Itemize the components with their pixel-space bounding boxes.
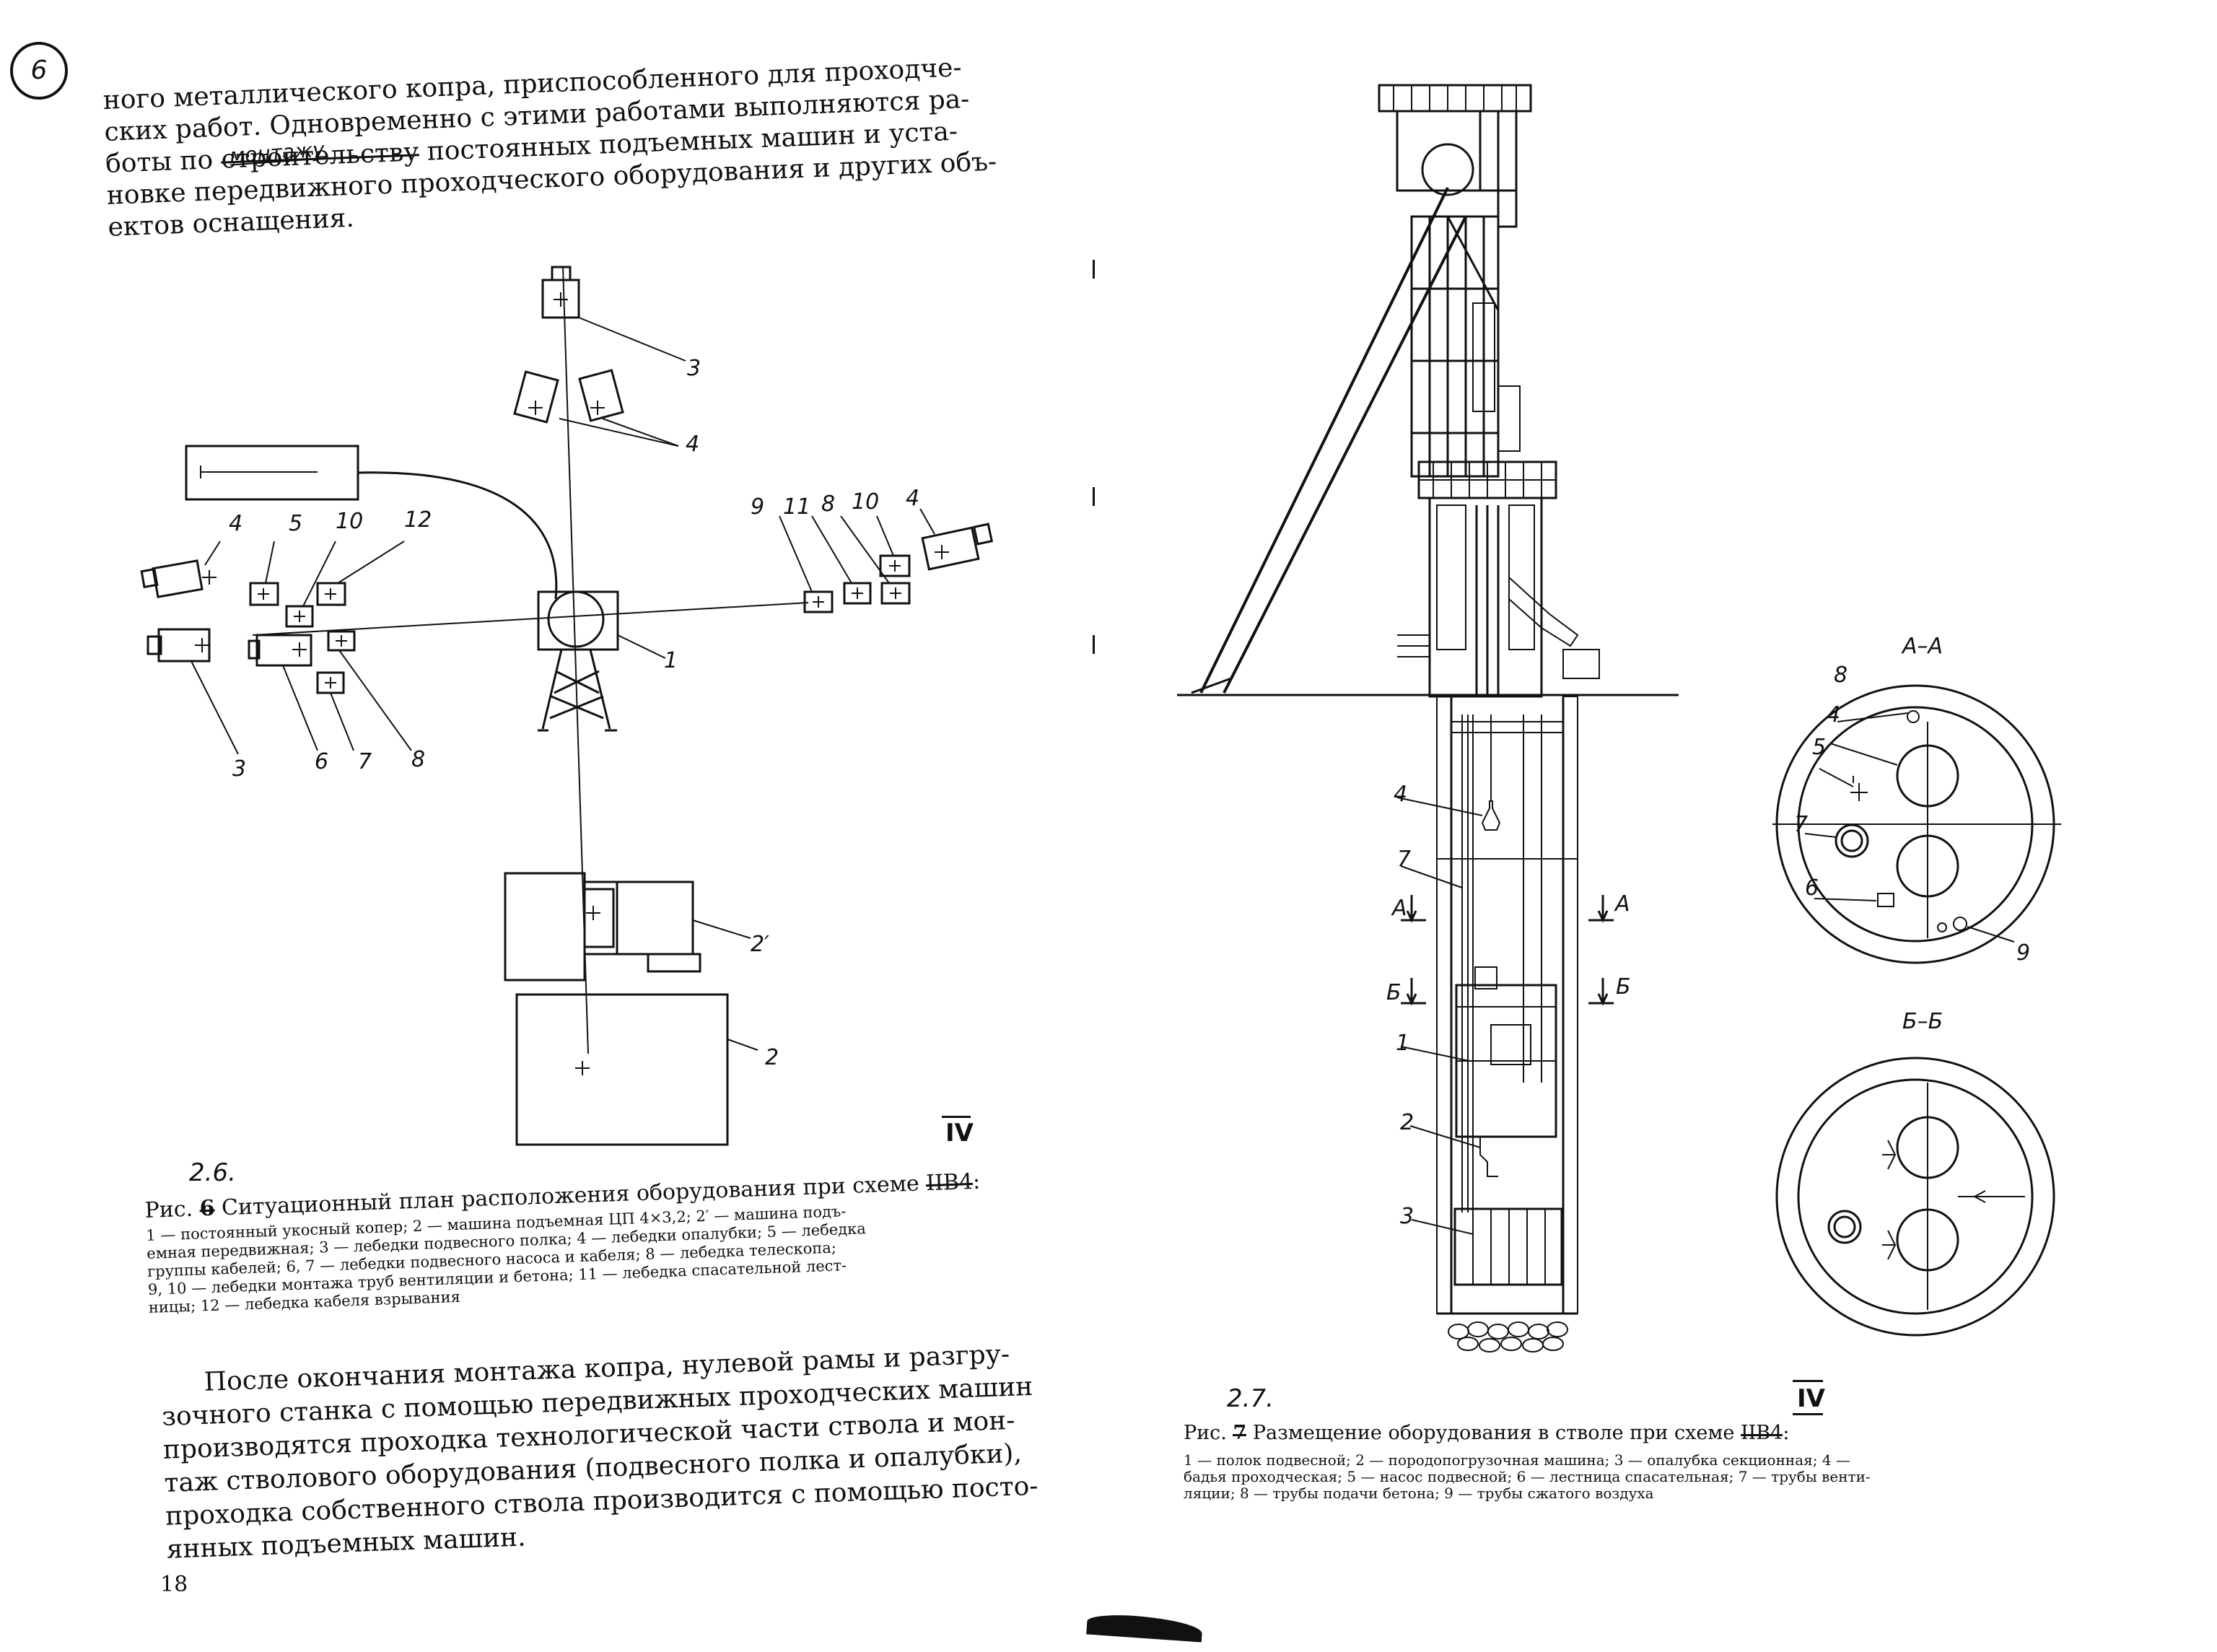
label-s5: 5 bbox=[1812, 735, 1826, 760]
label-7: 7 bbox=[358, 749, 372, 774]
left-page: 6 ного металлического копра, приспособле… bbox=[0, 0, 1108, 1652]
label-1: 1 bbox=[1396, 1031, 1409, 1056]
label-9: 9 bbox=[751, 494, 764, 520]
label-s8: 8 bbox=[1834, 663, 1848, 688]
section-b-b-title: Б–Б bbox=[1902, 1009, 1943, 1034]
figure-2-6-roman: IV bbox=[945, 1119, 974, 1148]
label-12: 12 bbox=[404, 507, 432, 533]
caption-struck-number: 7 bbox=[1233, 1422, 1247, 1444]
label-4: 4 bbox=[1394, 782, 1407, 807]
label-4-right: 4 bbox=[906, 486, 919, 511]
label-4-left: 4 bbox=[229, 511, 242, 536]
headframe bbox=[537, 590, 619, 732]
label-6: 6 bbox=[315, 749, 328, 774]
figure-2-7-roman: IV bbox=[1797, 1384, 1825, 1413]
label-section-b-right: Б bbox=[1616, 974, 1631, 1000]
caption-suffix: : bbox=[972, 1168, 981, 1194]
site-plan-figure: 1 2 2′ 3 4 4 5 10 12 3 6 7 8 9 11 8 10 4 bbox=[140, 266, 994, 1146]
section-b-b bbox=[1775, 1057, 2055, 1337]
caption-prefix: Рис. bbox=[1184, 1422, 1227, 1444]
section-a-a-title: А–А bbox=[1901, 634, 1943, 659]
binding-mark bbox=[1093, 635, 1095, 654]
caption-suffix: : bbox=[1783, 1422, 1790, 1444]
legend-line: ляции; 8 — трубы подачи бетона; 9 — труб… bbox=[1184, 1485, 1654, 1502]
body-paragraph: После окончания монтажа копра, нулевой р… bbox=[160, 1337, 1040, 1567]
right-page: 4 7 1 2 3 А А Б Б А–А Б–Б 8 4 5 7 6 9 2.… bbox=[1086, 0, 2217, 1652]
label-4-top: 4 bbox=[686, 432, 699, 457]
figure-2-7-caption: Рис. 7 Размещение оборудования в стволе … bbox=[1184, 1422, 1789, 1444]
label-1: 1 bbox=[664, 648, 678, 673]
page-mark-text: 6 bbox=[30, 56, 48, 85]
label-3: 3 bbox=[1400, 1204, 1414, 1229]
label-s7: 7 bbox=[1794, 812, 1808, 837]
label-7: 7 bbox=[1397, 847, 1411, 872]
label-s4: 4 bbox=[1827, 702, 1840, 727]
section-a-a bbox=[1772, 684, 2061, 964]
caption-struck-scheme: IIB4 bbox=[1740, 1422, 1783, 1444]
caption-text: Размещение оборудования в стволе при схе… bbox=[1252, 1422, 1735, 1444]
label-3-top: 3 bbox=[687, 356, 701, 381]
label-section-b-left: Б bbox=[1386, 980, 1402, 1005]
label-8-left: 8 bbox=[411, 747, 425, 772]
legend-line: 1 — полок подвесной; 2 — породопогрузочн… bbox=[1184, 1451, 1850, 1469]
label-section-a-right: А bbox=[1614, 891, 1630, 917]
page-mark-circle: 6 bbox=[10, 42, 68, 100]
label-s6: 6 bbox=[1805, 875, 1819, 901]
label-2: 2 bbox=[1400, 1110, 1414, 1135]
label-10-right: 10 bbox=[852, 489, 879, 515]
label-11: 11 bbox=[783, 494, 810, 520]
figure-2-7-legend: 1 — полок подвесной; 2 — породопогрузочн… bbox=[1184, 1452, 1871, 1502]
label-3-left: 3 bbox=[232, 756, 246, 782]
label-section-a-left: А bbox=[1391, 896, 1407, 921]
label-5: 5 bbox=[289, 511, 302, 536]
caption-struck-scheme: IIB4 bbox=[925, 1168, 974, 1197]
label-2: 2 bbox=[765, 1045, 779, 1070]
label-8-right: 8 bbox=[821, 491, 835, 517]
caption-prefix: Рис. bbox=[144, 1196, 193, 1223]
label-2-prime: 2′ bbox=[751, 932, 769, 957]
figure-2-7-hand-number: 2.7. bbox=[1227, 1384, 1274, 1413]
legend-line: бадья проходческая; 5 — насос подвесной;… bbox=[1184, 1468, 1871, 1485]
caption-struck-number: 6 bbox=[199, 1195, 216, 1222]
binding-mark bbox=[1093, 260, 1095, 279]
label-10-left: 10 bbox=[336, 509, 363, 534]
shaft-section-figure: 4 7 1 2 3 А А Б Б А–А Б–Б 8 4 5 7 6 9 bbox=[1177, 84, 2061, 1352]
label-s9: 9 bbox=[2016, 940, 2030, 966]
figure-2-6-hand-number: 2.6. bbox=[189, 1158, 236, 1187]
binding-mark bbox=[1093, 487, 1095, 506]
page-number: 18 bbox=[160, 1572, 188, 1597]
